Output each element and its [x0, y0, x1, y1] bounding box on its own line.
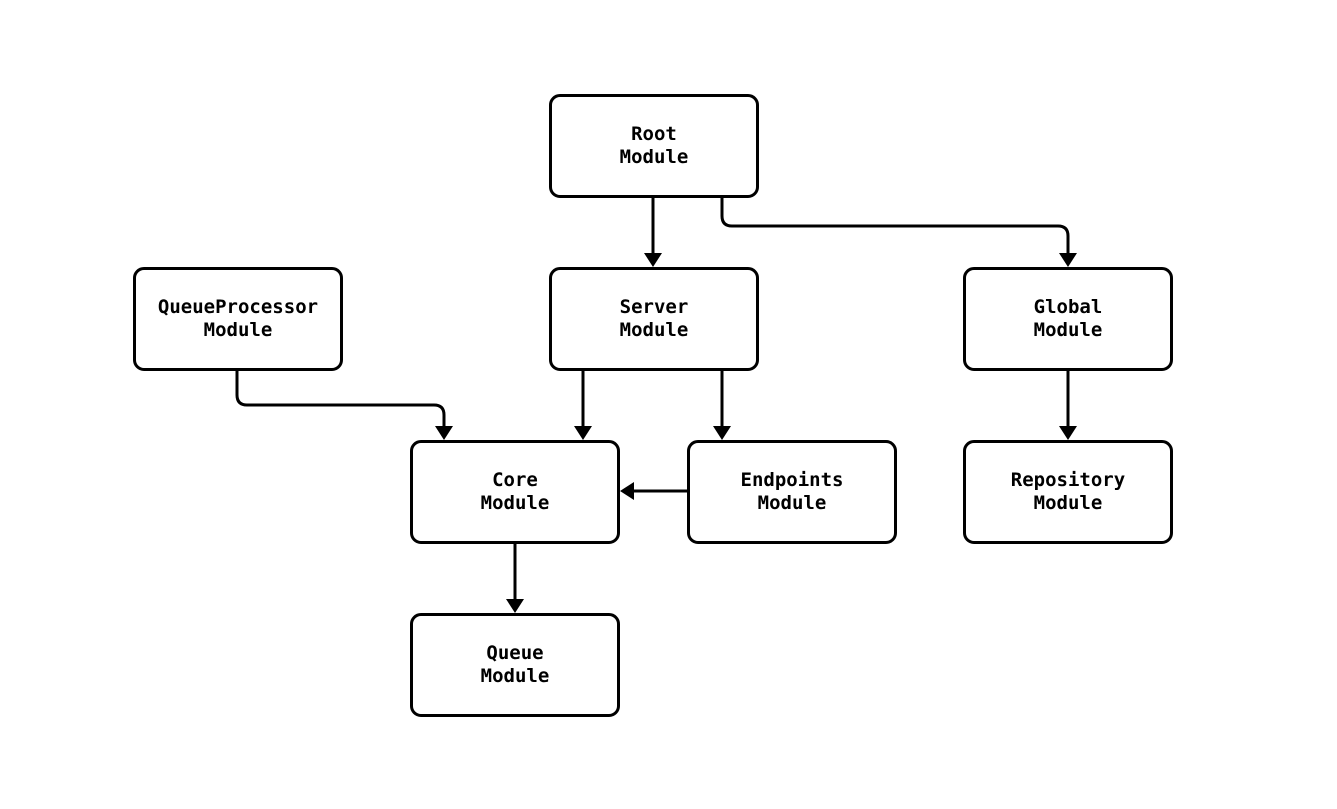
- arrowhead-icon: [713, 426, 731, 440]
- edge-root-to-global: [720, 198, 1077, 267]
- node-label-line2: Module: [480, 665, 550, 687]
- node-label-line2: Module: [1033, 492, 1103, 514]
- node-label-line2: Module: [757, 492, 827, 514]
- node-label-line1: Core: [492, 469, 538, 491]
- node-label-line1: Server: [619, 296, 689, 318]
- arrowhead-icon: [644, 253, 662, 267]
- node-label-line1: Root: [631, 123, 677, 145]
- node-label-line1: Endpoints: [740, 469, 844, 491]
- node-label-line2: Module: [203, 319, 273, 341]
- node-label-line2: Module: [619, 146, 689, 168]
- edge-core-to-queue: [506, 544, 524, 613]
- node-label-line2: Module: [1033, 319, 1103, 341]
- edge-line: [235, 371, 446, 434]
- edge-line: [720, 198, 1070, 261]
- arrowhead-icon: [1059, 253, 1077, 267]
- arrowhead-icon: [1059, 426, 1077, 440]
- arrowhead-icon: [574, 426, 592, 440]
- node-label-line1: Queue: [486, 642, 544, 664]
- edge-server-to-endpoints: [713, 371, 731, 440]
- edge-global-to-repository: [1059, 371, 1077, 440]
- edge-endpoints-to-core: [620, 482, 687, 500]
- node-label-line1: QueueProcessor: [157, 296, 319, 318]
- node-label-line2: Module: [480, 492, 550, 514]
- node-label-line1: Repository: [1010, 469, 1126, 491]
- arrowhead-icon: [620, 482, 634, 500]
- node-label-line2: Module: [619, 319, 689, 341]
- arrowhead-icon: [506, 599, 524, 613]
- edge-server-to-core: [574, 371, 592, 440]
- arrowhead-icon: [435, 426, 453, 440]
- edge-root-to-server: [644, 198, 662, 267]
- edge-queueprocessor-to-core: [235, 371, 453, 440]
- node-label-line1: Global: [1033, 296, 1103, 318]
